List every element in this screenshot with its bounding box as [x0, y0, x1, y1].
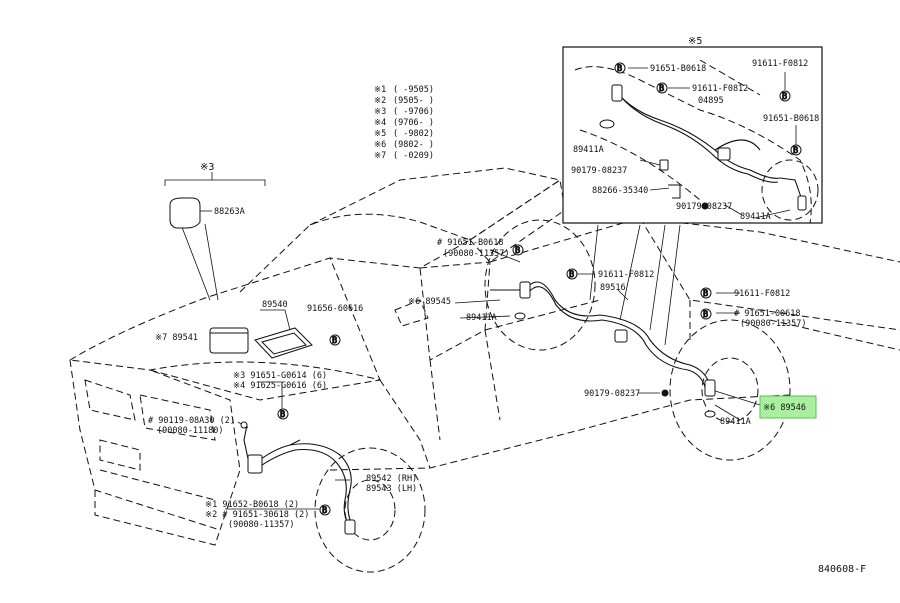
inset-label-91611-F0812-b[interactable]: 91611-F0812	[752, 59, 808, 69]
bolt-letter: B	[280, 410, 285, 420]
note-mark: ※4	[374, 118, 386, 128]
part-label-91625-G0616[interactable]: ※4 91625-G0616 (6)	[233, 381, 327, 391]
inset-label-89411A-a[interactable]: 89411A	[573, 145, 604, 155]
figure-code: 840608-F	[818, 564, 866, 575]
part-label-89540[interactable]: 89540	[262, 300, 288, 310]
inset-label-90179-08237-a[interactable]: 90179-08237	[571, 166, 627, 176]
part-label-89542[interactable]: 89542 (RH)	[366, 474, 417, 484]
inset-label-90179-08237-b[interactable]: 90179-08237	[676, 202, 732, 212]
inset-label-89411A-b[interactable]: 89411A	[740, 212, 771, 222]
note-range: (9505- )	[393, 96, 434, 106]
note-mark: ※5	[374, 129, 386, 139]
inset-label-91651-B0618-b[interactable]: 91651-B0618	[763, 114, 819, 124]
bolt-symbol: B	[512, 244, 524, 257]
bolt-letter: B	[515, 246, 520, 256]
inset-label-04895[interactable]: 04895	[698, 96, 724, 106]
part-label-91651-B0618-mid[interactable]: # 91651-B0618	[437, 238, 504, 248]
truck-outline	[68, 167, 900, 546]
part-label-91611-F0812-mid[interactable]: 91611-F0812	[598, 270, 654, 280]
bolt-symbol: B	[779, 90, 791, 103]
part-label-89543[interactable]: 89543 (LH)	[366, 484, 417, 494]
bolt-symbol: B	[277, 408, 289, 421]
part-label-90080-11357-mid[interactable]: (90080-11357)	[443, 249, 510, 259]
note-mark: ※2	[374, 96, 386, 106]
part-label-90080-11357-rear[interactable]: (90080-11357)	[740, 319, 807, 329]
components	[169, 84, 807, 535]
note-range: (9802- )	[393, 140, 434, 150]
part-label-89411A-rear[interactable]: 89411A	[720, 417, 751, 427]
bolt-symbol: B	[700, 287, 712, 300]
bolt-letter: B	[617, 64, 622, 74]
bolt-symbol: B	[319, 504, 331, 517]
highlight-89546[interactable]	[759, 395, 817, 419]
part-label-89411A-mid[interactable]: 89411A	[466, 313, 497, 323]
bolt-symbol: B	[790, 144, 802, 157]
part-label-90119-08A30[interactable]: # 90119-08A30 (2)	[148, 416, 235, 426]
bolt-letter: B	[703, 289, 708, 299]
bolt-symbol: B	[614, 62, 626, 75]
note-range: ( -9706)	[393, 107, 434, 117]
bolt-letter: B	[659, 84, 664, 94]
part-label-88263A[interactable]: 88263A	[214, 207, 245, 217]
part-label-89545[interactable]: ※6 89545	[408, 297, 451, 307]
inset-label-91651-B0618[interactable]: 91651-B0618	[650, 64, 706, 74]
bolt-letter: B	[569, 270, 574, 280]
callout-labels: ※3 ※5 88263A 89540 91656-60616 ※7 89541 …	[148, 36, 819, 530]
part-label-91651-30618[interactable]: ※2 # 91651-30618 (2)	[205, 510, 309, 520]
label-note5-header: ※5	[688, 36, 702, 47]
bolt-letter: B	[703, 310, 708, 320]
part-label-91611-F0812-rear[interactable]: 91611-F0812	[734, 289, 790, 299]
note-range: ( -9802)	[393, 129, 434, 139]
bolt-letter: B	[782, 92, 787, 102]
note-mark: ※7	[374, 151, 386, 161]
bolt-letter: B	[332, 336, 337, 346]
note-range: (9706- )	[393, 118, 434, 128]
bolt-symbol: B	[656, 82, 668, 95]
part-label-91651-00618-rear[interactable]: # 91651-00618	[734, 309, 801, 319]
note-range: ( -0209)	[393, 151, 434, 161]
part-label-91652-B0618[interactable]: ※1 91652-B0618 (2)	[205, 500, 299, 510]
note-mark: ※1	[374, 85, 386, 95]
part-label-89546[interactable]: ※6 89546	[763, 403, 806, 413]
note-mark: ※6	[374, 140, 386, 150]
part-label-90080-11180[interactable]: (90080-11180)	[157, 426, 224, 436]
bolt-letter: B	[322, 506, 327, 516]
leader-lines	[164, 67, 797, 510]
part-label-90179-08237-mid[interactable]: 90179-08237	[584, 389, 640, 399]
part-label-89516[interactable]: 89516	[600, 283, 626, 293]
bolt-symbol: B	[700, 308, 712, 321]
inset-box	[562, 46, 823, 224]
part-label-91656-60616[interactable]: 91656-60616	[307, 304, 363, 314]
part-label-91651-G0614[interactable]: ※3 91651-G0614 (6)	[233, 371, 327, 381]
part-label-89541[interactable]: ※7 89541	[155, 333, 198, 343]
bolt-symbol: B	[329, 334, 341, 347]
notes-legend: ※1 ( -9505) ※2 (9505- ) ※3 ( -9706) ※4 (9706…	[374, 85, 434, 161]
inset-label-91611-F0812-a[interactable]: 91611-F0812	[692, 84, 748, 94]
bolt-letter: B	[793, 146, 798, 156]
label-note3-header: ※3	[200, 162, 214, 173]
note-range: ( -9505)	[393, 85, 434, 95]
part-label-90080-11357-front[interactable]: (90080-11357)	[228, 520, 295, 530]
note-mark: ※3	[374, 107, 386, 117]
wheels	[314, 219, 791, 573]
inset-label-88266-35340[interactable]: 88266-35340	[592, 186, 648, 196]
bolt-symbols: B B B B B B B B B B B	[277, 62, 802, 517]
bolt-symbol: B	[566, 268, 578, 281]
